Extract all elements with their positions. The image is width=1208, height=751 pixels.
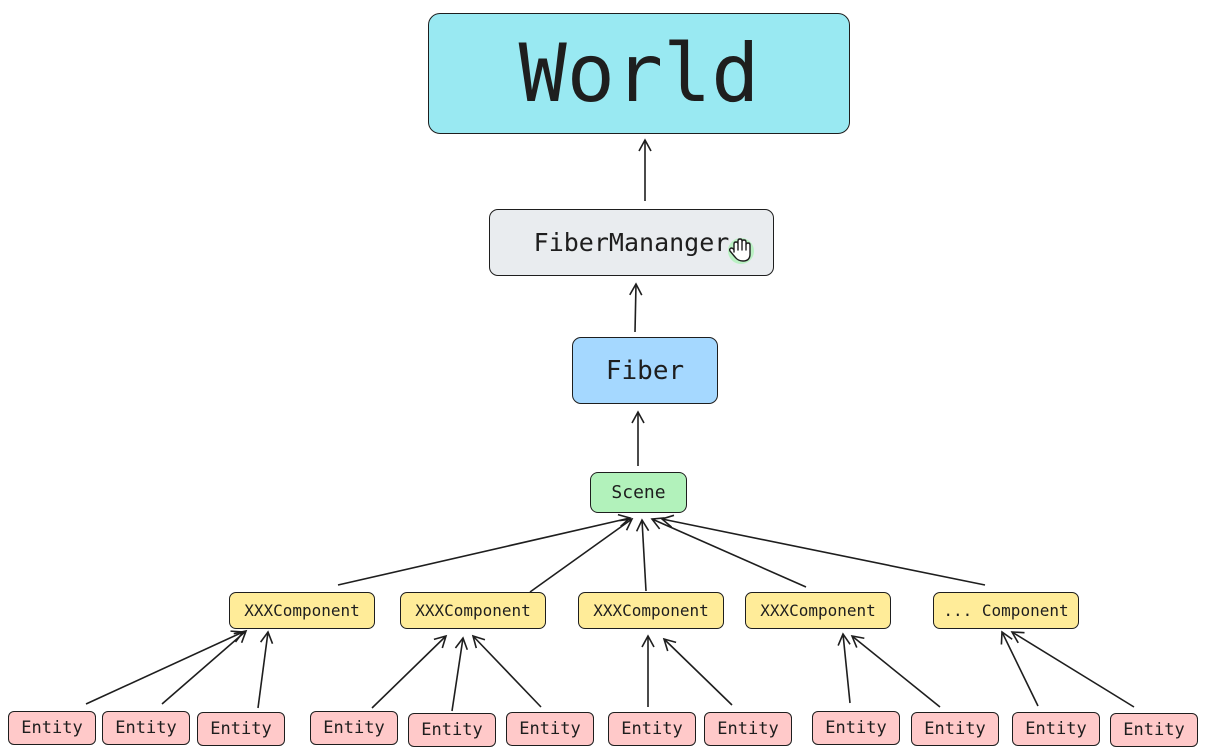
entity-node[interactable]: Entity [408, 713, 496, 747]
edge-arrow [629, 282, 643, 333]
edge-arrow [635, 518, 650, 592]
entity-label: Entity [1025, 719, 1087, 739]
component-node[interactable]: XXXComponent [400, 592, 546, 629]
grab-hand-icon [728, 238, 754, 264]
scene-label: Scene [611, 482, 666, 503]
entity-label: Entity [924, 719, 986, 739]
entity-label: Entity [21, 718, 83, 738]
component-label: XXXComponent [244, 601, 360, 620]
entity-node[interactable]: Entity [812, 711, 900, 745]
edge-arrow [1000, 630, 1039, 707]
edge-arrow [371, 634, 448, 709]
entity-node[interactable]: Entity [506, 712, 594, 746]
fiber-manager-label: FiberMananger [533, 228, 730, 257]
entity-node[interactable]: Entity [1110, 713, 1198, 747]
component-node[interactable]: XXXComponent [578, 592, 724, 629]
entity-node[interactable]: Entity [911, 712, 999, 746]
edge-arrow [451, 636, 469, 712]
edge-arrow [662, 637, 733, 706]
component-node[interactable]: ... Component [933, 592, 1079, 629]
entity-label: Entity [115, 718, 177, 738]
edge-arrow [471, 634, 542, 708]
component-node[interactable]: XXXComponent [745, 592, 891, 629]
entity-node[interactable]: Entity [1012, 712, 1100, 746]
world-node[interactable]: World [428, 13, 850, 134]
entity-node[interactable]: Entity [310, 711, 398, 745]
component-label: ... Component [943, 601, 1069, 620]
entity-label: Entity [717, 719, 779, 739]
entity-node[interactable]: Entity [102, 711, 190, 745]
edge-arrow [837, 632, 851, 704]
entity-node[interactable]: Entity [608, 712, 696, 746]
entity-label: Entity [421, 720, 483, 740]
edge-arrow [850, 634, 941, 708]
entity-label: Entity [825, 718, 887, 738]
entity-label: Entity [210, 719, 272, 739]
fiber-label: Fiber [605, 355, 685, 386]
edge-arrow [529, 518, 634, 593]
entity-label: Entity [621, 719, 683, 739]
world-label: World [518, 27, 760, 120]
component-label: XXXComponent [760, 601, 876, 620]
entity-label: Entity [1123, 720, 1185, 740]
component-node[interactable]: XXXComponent [229, 592, 375, 629]
edge-arrow [85, 630, 245, 705]
entity-label: Entity [323, 718, 385, 738]
entity-node[interactable]: Entity [8, 711, 96, 745]
component-label: XXXComponent [593, 601, 709, 620]
edge-arrow [1010, 631, 1135, 708]
scene-node[interactable]: Scene [590, 472, 687, 513]
edge-arrow [660, 514, 986, 586]
entity-label: Entity [519, 719, 581, 739]
entity-node[interactable]: Entity [704, 712, 792, 746]
entity-node[interactable]: Entity [197, 712, 285, 746]
edge-arrow [161, 629, 248, 705]
edge-arrow [650, 517, 807, 588]
fiber-node[interactable]: Fiber [572, 337, 718, 404]
edge-arrow [337, 513, 632, 586]
component-label: XXXComponent [415, 601, 531, 620]
fiber-manager-node[interactable]: FiberMananger [489, 209, 774, 276]
edge-arrow [257, 630, 274, 709]
